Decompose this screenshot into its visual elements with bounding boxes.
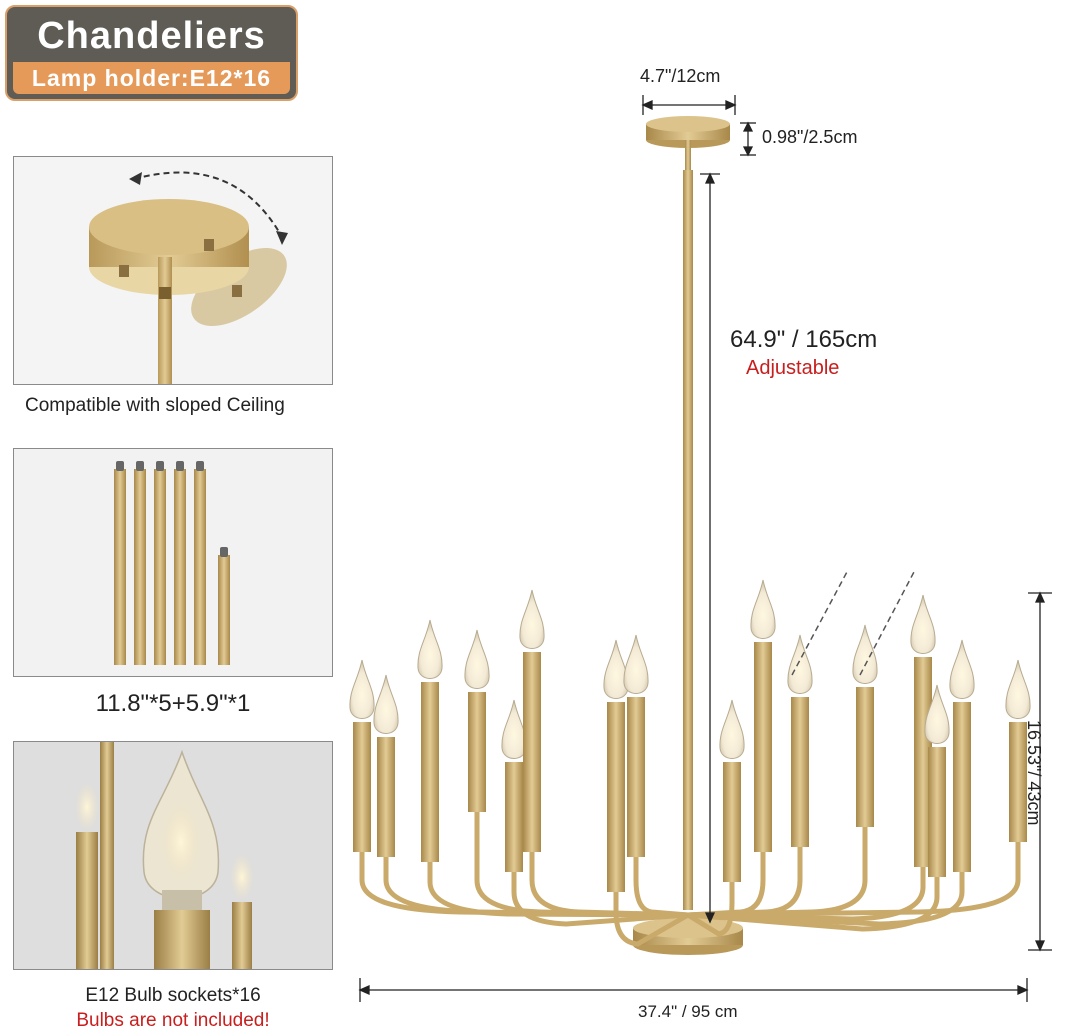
arm xyxy=(633,857,689,918)
candle-sleeve xyxy=(353,722,371,852)
body-width-label: 37.4" / 95 cm xyxy=(638,1002,738,1021)
candle-sleeve xyxy=(523,652,541,852)
bulb-closeup-illustration xyxy=(14,742,332,969)
body-height-label: 16.53"/ 43cm xyxy=(1024,720,1044,826)
candle-sleeve xyxy=(723,762,741,882)
candle-bulb xyxy=(519,589,545,649)
candle-sleeve xyxy=(421,682,439,862)
candle-bulb xyxy=(949,639,975,699)
sloped-ceiling-caption: Compatible with sloped Ceiling xyxy=(25,395,285,416)
canopy-height-label: 0.98"/2.5cm xyxy=(762,127,858,147)
candle-sleeve xyxy=(791,697,809,847)
bulb-sockets-panel xyxy=(13,741,333,970)
arm xyxy=(686,882,735,937)
arm xyxy=(613,892,690,947)
candle-bulb xyxy=(373,674,399,734)
rod-adjustable-note: Adjustable xyxy=(746,357,840,379)
title-badge: Chandeliers Lamp holder:E12*16 xyxy=(5,5,298,101)
arm xyxy=(687,847,803,918)
canopy-width-label: 4.7"/12cm xyxy=(640,66,721,86)
dimension-lines xyxy=(358,95,1052,1002)
candle-bulb xyxy=(464,629,490,689)
down-rod xyxy=(683,170,693,910)
arm xyxy=(529,852,689,918)
candle-bulb xyxy=(349,659,375,719)
rods-caption: 11.8"*5+5.9"*1 xyxy=(95,690,251,717)
sloped-ceiling-panel xyxy=(13,156,333,385)
candle-bulb xyxy=(1005,659,1031,719)
canopy-swivel-illustration xyxy=(89,171,288,384)
candle-sleeve xyxy=(468,692,486,812)
candle-bulb xyxy=(501,699,527,759)
rod-length-label: 64.9" / 165cm xyxy=(730,326,878,353)
candle-sleeve xyxy=(928,747,946,877)
candle-bulb xyxy=(787,634,813,694)
rods-illustration xyxy=(114,461,230,665)
candle-sleeve xyxy=(914,657,932,867)
candle-sleeve xyxy=(607,702,625,892)
candle-sleeve xyxy=(505,762,523,872)
canopy xyxy=(646,116,730,176)
candle-sleeve xyxy=(856,687,874,827)
rods-panel xyxy=(13,448,333,677)
candle-sleeve xyxy=(953,702,971,872)
arm xyxy=(687,827,868,918)
candle-sleeve xyxy=(1009,722,1027,842)
bulb-sockets-caption: E12 Bulb sockets*16 xyxy=(85,985,261,1006)
bulbs-not-included-warning: Bulbs are not included! xyxy=(76,1010,270,1031)
candle-bulb xyxy=(910,594,936,654)
rod-set xyxy=(114,461,230,665)
candle-bulb xyxy=(417,619,443,679)
arm xyxy=(687,842,1021,918)
badge-title: Chandeliers xyxy=(37,15,266,57)
arm xyxy=(687,872,965,927)
candle-bulb xyxy=(924,684,950,744)
candle-bulb xyxy=(852,624,878,684)
candle-sleeve xyxy=(377,737,395,857)
arm xyxy=(511,872,689,927)
chandelier-diagram xyxy=(349,95,1052,1002)
candle-bulb xyxy=(603,639,629,699)
candle-sleeve xyxy=(627,697,645,857)
arm xyxy=(427,862,689,918)
badge-subtitle: Lamp holder:E12*16 xyxy=(13,62,290,94)
candle-sleeve xyxy=(754,642,772,852)
candle-bulb xyxy=(623,634,649,694)
arms-group xyxy=(349,579,1031,947)
candle-bulb xyxy=(719,699,745,759)
candle-bulb xyxy=(750,579,776,639)
arm xyxy=(474,812,689,918)
